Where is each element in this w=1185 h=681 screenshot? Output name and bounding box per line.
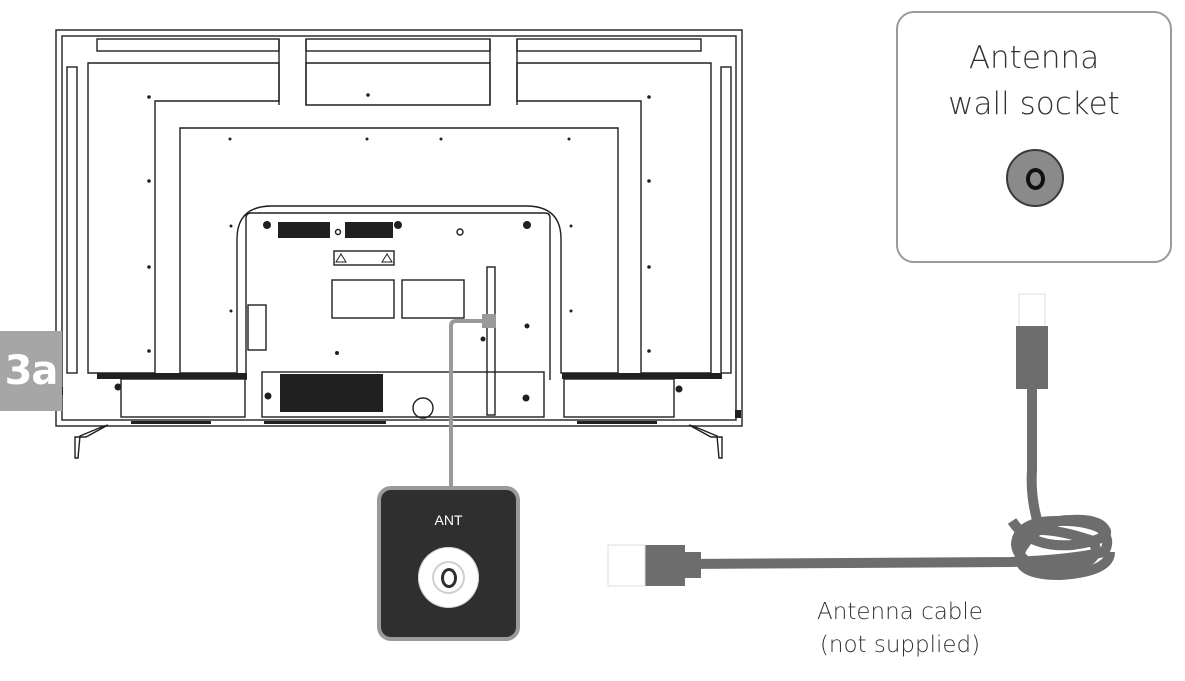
step-badge: 3a	[0, 331, 62, 411]
antenna-wall-socket-box: Antenna wall socket	[896, 11, 1172, 263]
wall-socket-title: Antenna wall socket	[948, 40, 1120, 122]
callout-leader-line	[449, 314, 496, 488]
antenna-cable-caption: Antenna cable (not supplied)	[817, 599, 983, 658]
ant-port-label: ANT	[434, 512, 463, 528]
coax-wall-port-icon	[1006, 149, 1064, 207]
tv-ant-port-panel: ANT	[377, 486, 520, 641]
coax-port-icon	[418, 547, 479, 608]
coax-cable-icon	[607, 293, 1115, 587]
